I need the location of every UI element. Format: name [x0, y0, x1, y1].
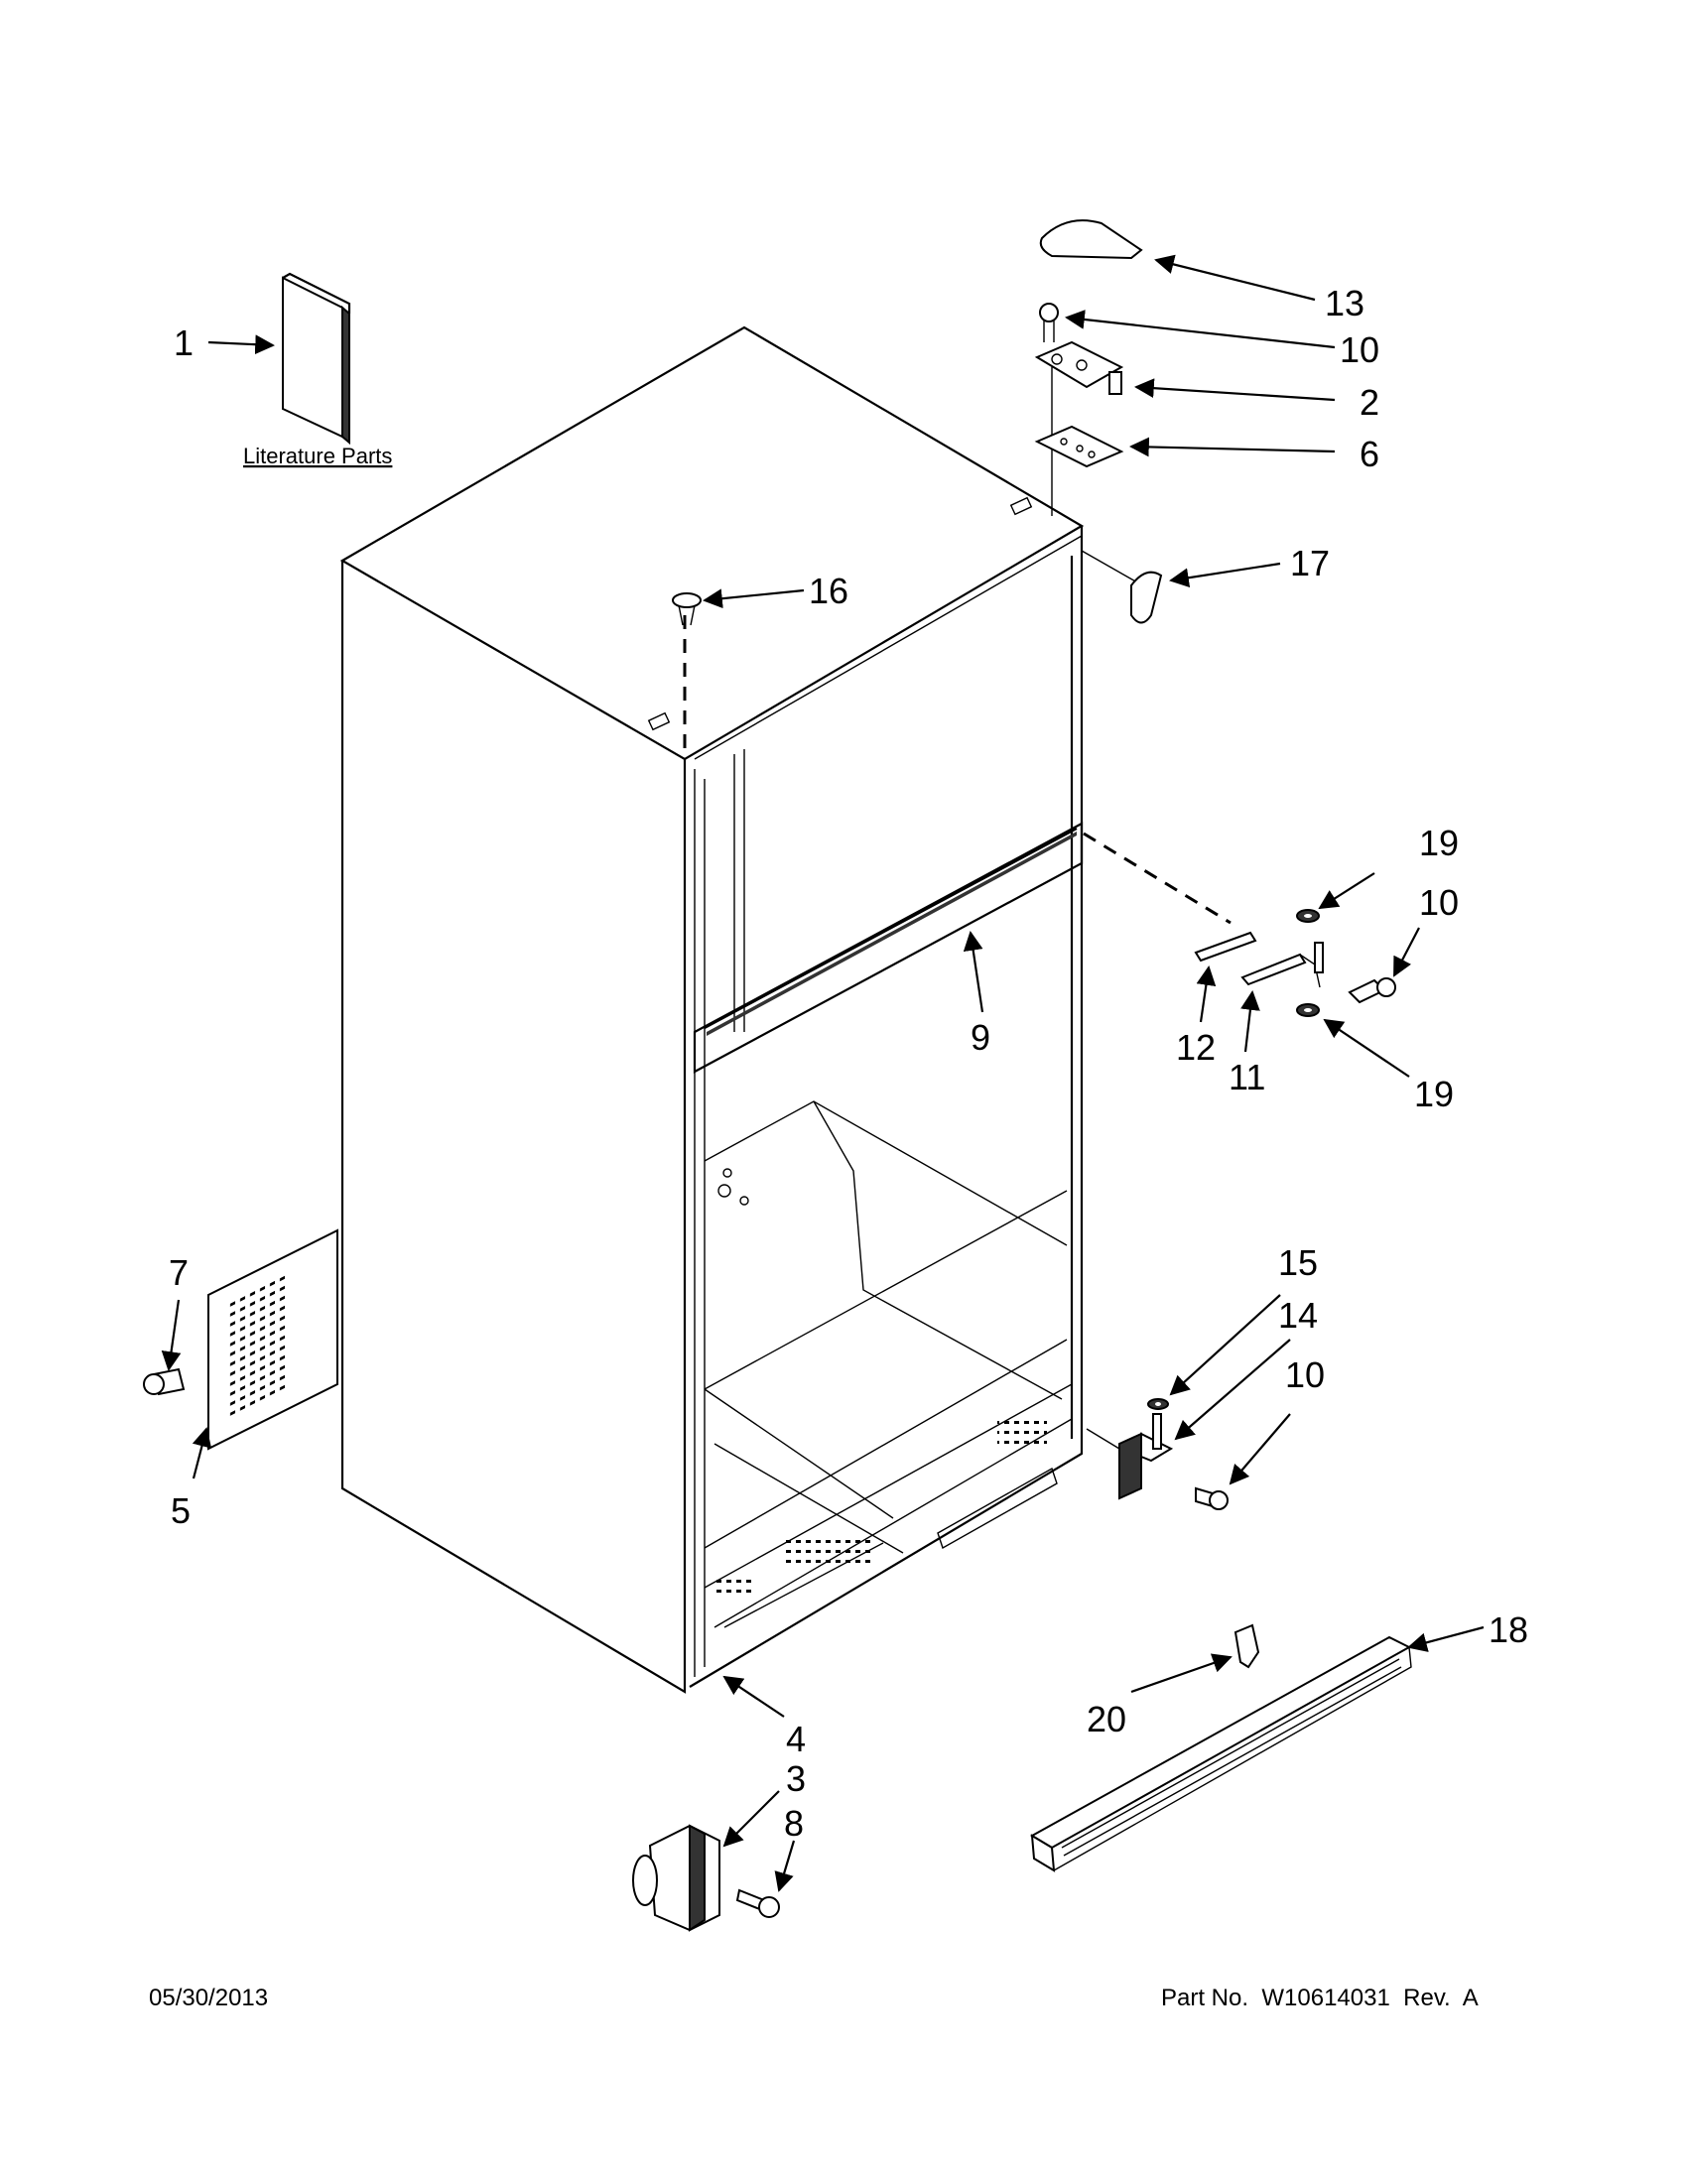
- callout-16: 16: [809, 571, 848, 611]
- divider-bar: [693, 822, 1084, 1074]
- leader-16: [703, 588, 805, 609]
- callout-18: 18: [1489, 1609, 1528, 1650]
- callout-4: 4: [786, 1719, 806, 1759]
- roller-screw-icon: [735, 1888, 780, 1918]
- leader-6: [1129, 437, 1336, 457]
- leader-2: [1134, 378, 1336, 402]
- leader-18: [1407, 1625, 1485, 1652]
- leader-11: [1240, 990, 1260, 1053]
- leader-10b: [1393, 927, 1420, 977]
- footer-part-number: Part No. W10614031 Rev. A: [1161, 1985, 1479, 2011]
- leader-13: [1154, 254, 1316, 302]
- leader-14: [1174, 1339, 1291, 1441]
- callout-9: 9: [971, 1017, 990, 1058]
- leader-12: [1196, 965, 1217, 1023]
- leader-20: [1130, 1653, 1233, 1694]
- literature-book-icon: [282, 272, 351, 446]
- leader-9: [963, 931, 984, 1013]
- leader-17: [1169, 562, 1281, 588]
- leader-3: [722, 1790, 780, 1848]
- alignment-line-bottom: [1086, 1428, 1120, 1450]
- callout-10-mid: 10: [1419, 882, 1459, 923]
- callout-13: 13: [1325, 283, 1364, 323]
- bottom-hinge-bracket-icon: [1118, 1413, 1174, 1500]
- callout-19-lower: 19: [1414, 1074, 1454, 1114]
- hinge-trim-icon: [1130, 571, 1163, 624]
- callout-3: 3: [786, 1758, 806, 1799]
- leader-10a: [1065, 310, 1336, 349]
- leader-1: [207, 334, 275, 355]
- callout-5: 5: [171, 1490, 191, 1531]
- callout-12: 12: [1176, 1027, 1216, 1068]
- washer-icon-bottom: [1147, 1398, 1169, 1410]
- leader-8: [774, 1840, 796, 1892]
- toe-grille-icon: [1030, 1635, 1412, 1872]
- callout-7: 7: [169, 1252, 189, 1293]
- callout-14: 14: [1278, 1295, 1318, 1336]
- plug-button-icon: [672, 592, 702, 626]
- center-hinge-icon: [1194, 931, 1324, 988]
- literature-parts-label: Literature Parts: [243, 444, 392, 468]
- callout-20: 20: [1087, 1699, 1126, 1739]
- callout-19-upper: 19: [1419, 823, 1459, 863]
- callout-17: 17: [1290, 543, 1330, 583]
- callout-6: 6: [1360, 434, 1379, 474]
- leader-7: [161, 1299, 182, 1371]
- footer-date: 05/30/2013: [149, 1985, 269, 2011]
- callout-15: 15: [1278, 1242, 1318, 1283]
- screw-icon-bottom: [1195, 1486, 1229, 1510]
- callout-11: 11: [1229, 1057, 1265, 1097]
- callout-8: 8: [784, 1803, 804, 1844]
- hinge-shim-icon: [1034, 425, 1124, 468]
- washer-icon-lower: [1296, 1003, 1320, 1017]
- screw-icon-mid: [1348, 977, 1396, 1004]
- panel-screw-icon: [143, 1367, 186, 1396]
- leader-19b: [1323, 1018, 1410, 1078]
- leader-5: [192, 1427, 212, 1479]
- leader-4: [722, 1675, 785, 1718]
- callout-10-bottom: 10: [1285, 1354, 1325, 1395]
- refrigerator-cabinet: [339, 325, 1085, 1694]
- alignment-line-hinge: [1083, 832, 1232, 925]
- hinge-cover-icon: [1039, 219, 1143, 260]
- roller-bracket-icon: [632, 1824, 720, 1932]
- screw-icon-top: [1039, 303, 1059, 342]
- leader-15: [1169, 1294, 1281, 1396]
- callout-1: 1: [174, 322, 194, 363]
- washer-icon-upper: [1296, 909, 1320, 923]
- access-panel-icon: [207, 1228, 338, 1451]
- callout-2: 2: [1360, 382, 1379, 423]
- leader-19a: [1318, 872, 1375, 910]
- callout-10-top: 10: [1340, 329, 1379, 370]
- top-hinge-icon: [1034, 340, 1124, 395]
- grille-clip-icon: [1233, 1623, 1260, 1669]
- leader-10c: [1229, 1413, 1291, 1485]
